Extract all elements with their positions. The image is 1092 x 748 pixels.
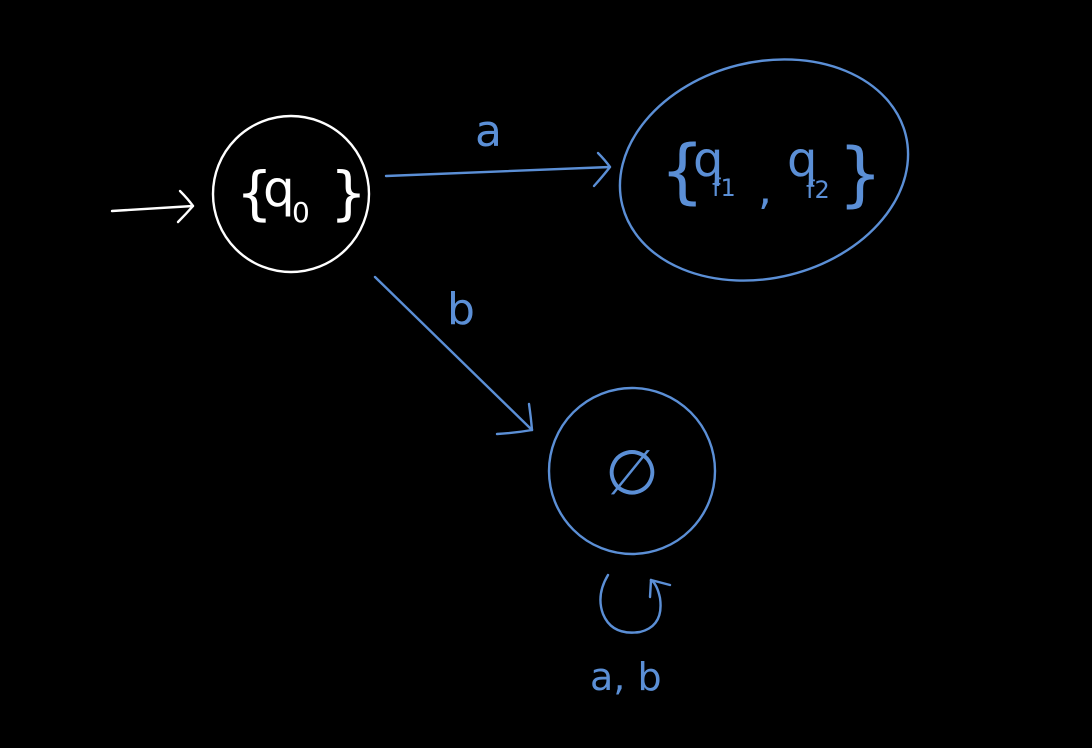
start-state-name: q [263, 160, 295, 218]
transition-b-label: b [447, 284, 475, 335]
empty-state-label: ∅ [605, 436, 659, 509]
start-state-label: { q 0 } [236, 159, 367, 229]
start-state-circle [211, 114, 371, 274]
start-arrow [110, 189, 195, 224]
transition-a-label: a [475, 106, 502, 157]
accept-state-set-open: { [660, 130, 705, 212]
self-loop-label: a, b [590, 655, 662, 699]
accept-state-ellipse [618, 58, 910, 282]
accept-state-label: { q f1 , q f2 } [660, 130, 883, 215]
accept-state-comma: , [758, 164, 772, 215]
empty-state-circle [547, 386, 717, 556]
transition-b-arrow [373, 275, 534, 436]
start-state-set-open: { [236, 159, 273, 227]
accept-state-set-close: } [838, 133, 883, 215]
accept-state-subscript-2: f2 [806, 176, 830, 204]
accept-state-name-2: q [787, 132, 817, 188]
start-state-subscript: 0 [292, 196, 310, 229]
start-state-set-close: } [330, 159, 367, 227]
transition-a-arrow [384, 151, 612, 188]
accept-state-subscript-1: f1 [712, 174, 736, 202]
empty-self-loop [599, 573, 672, 634]
accept-state-name-1: q [693, 132, 723, 188]
